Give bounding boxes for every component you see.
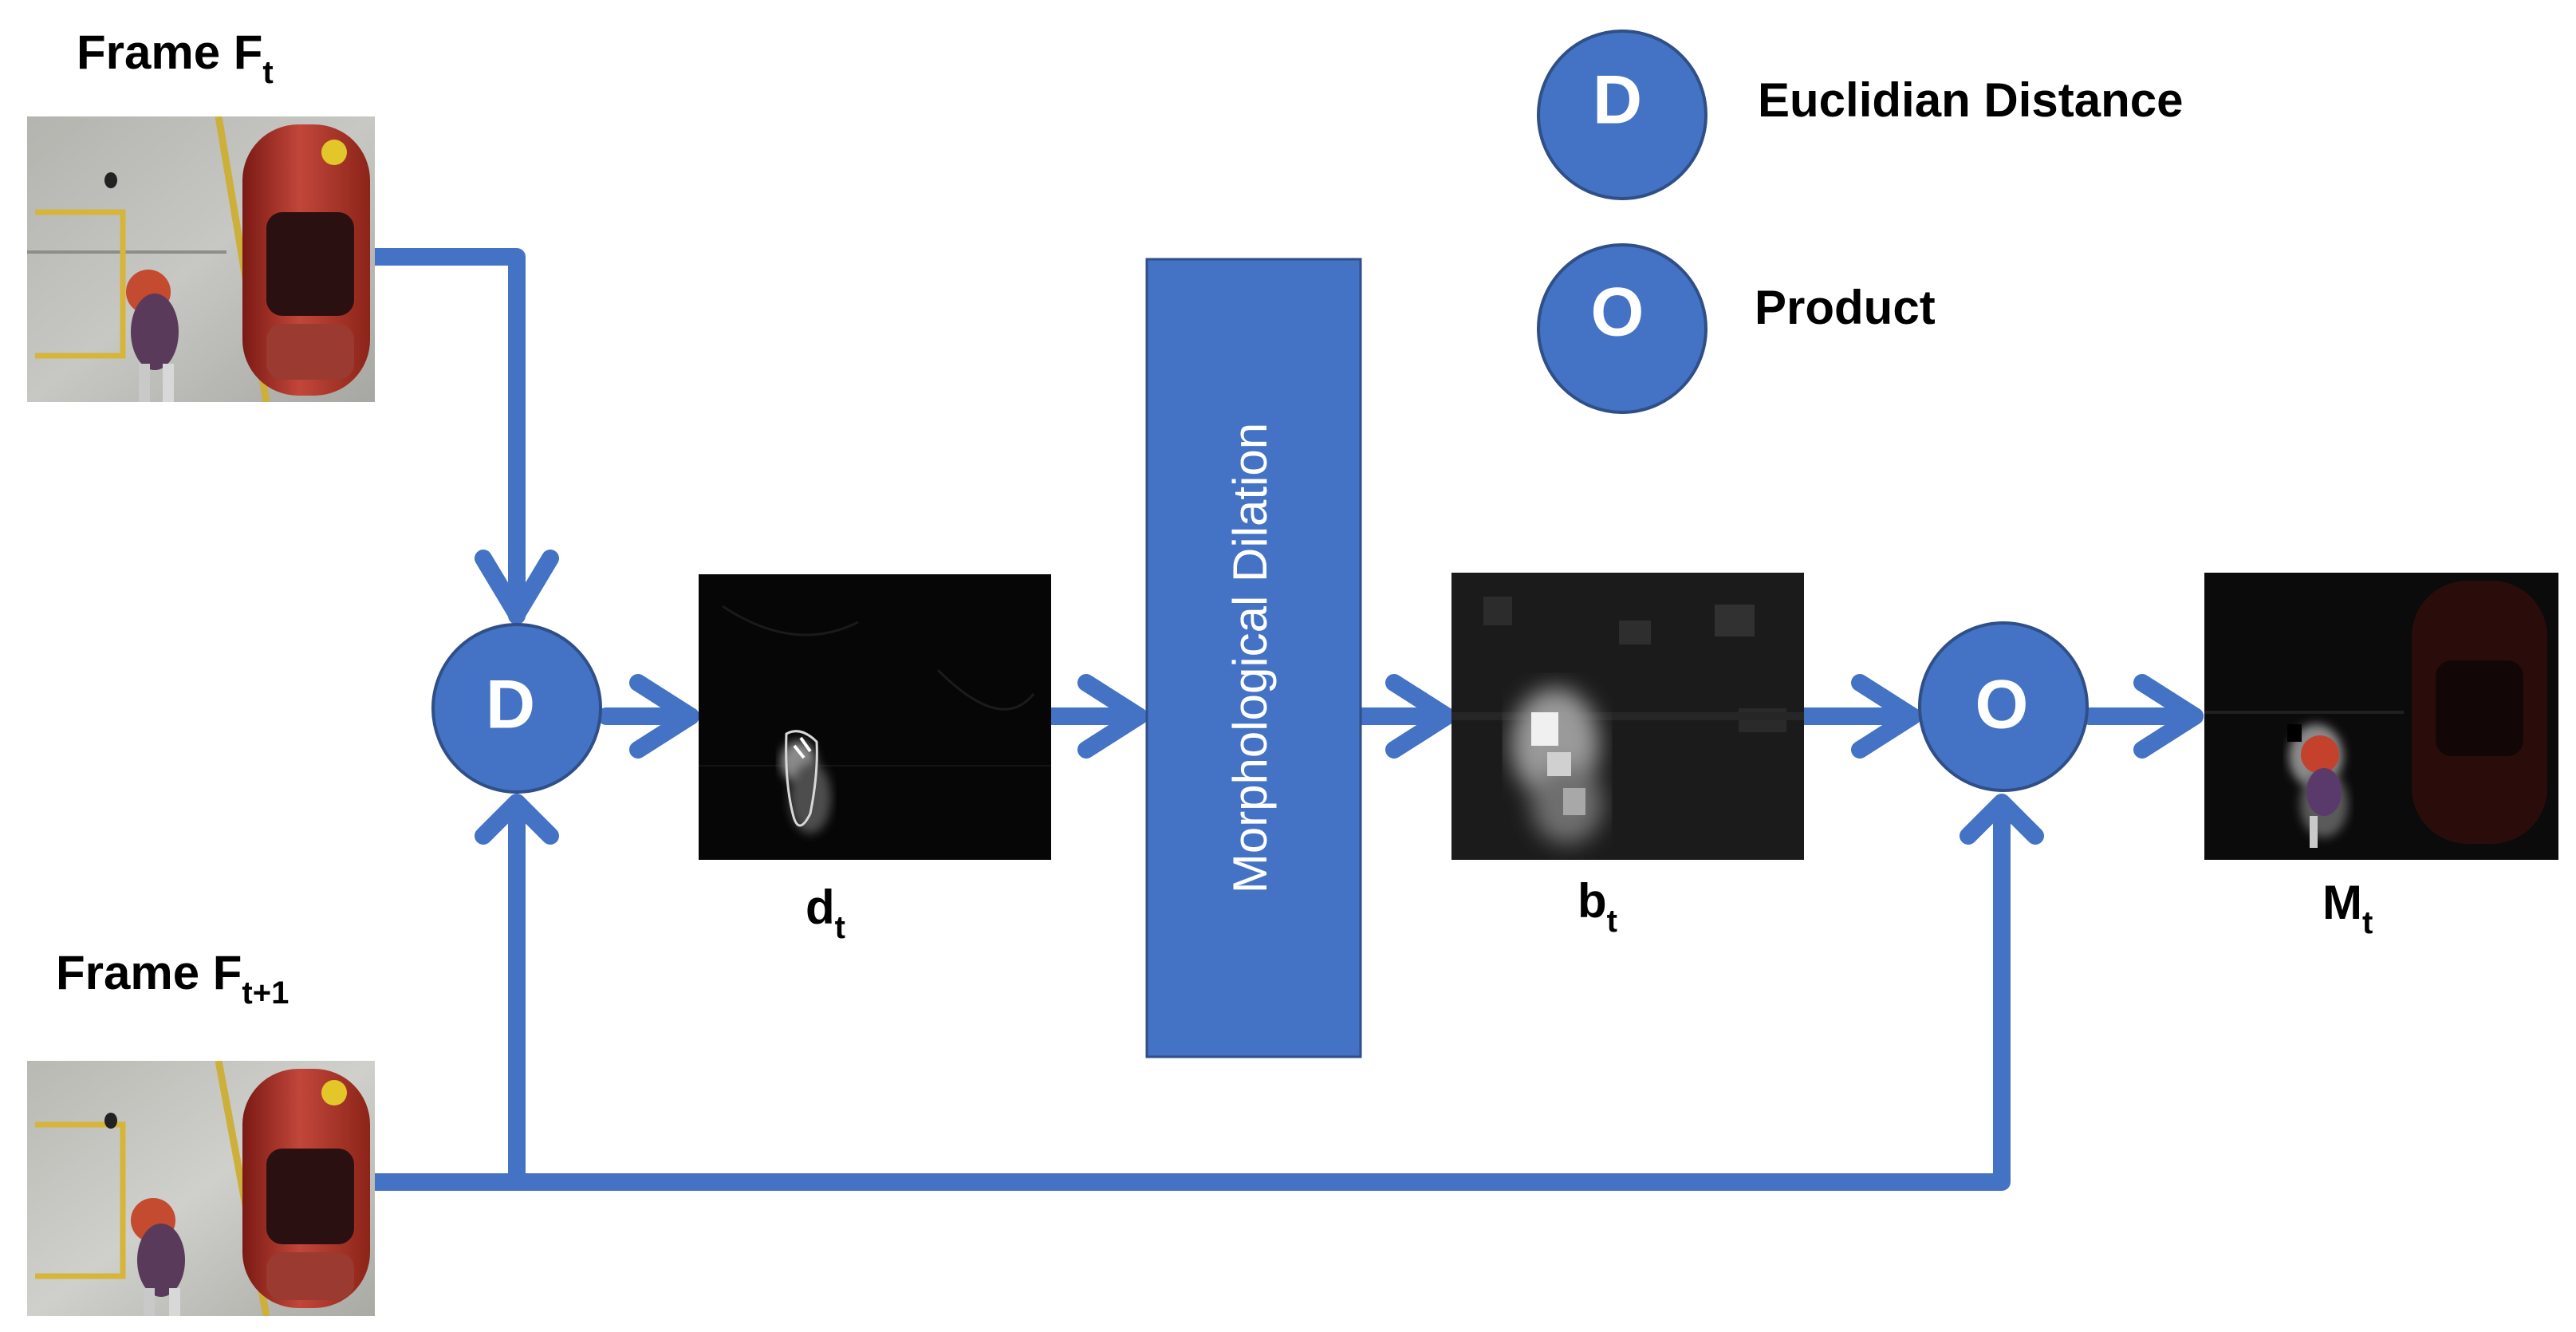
- product-node-letter: O: [1975, 667, 2029, 743]
- legend: D Euclidian Distance O Product: [1537, 30, 2184, 414]
- arrowhead-into-dilation: [1077, 674, 1148, 759]
- connector-frame-t-to-distance: [366, 248, 526, 625]
- arrowhead-into-product-bottom: [1960, 794, 2044, 845]
- arrowhead-into-distance-bottom: [475, 794, 559, 845]
- frame-t-label: Frame Ft: [77, 26, 274, 90]
- frame-t1-label: Frame Ft+1: [56, 946, 289, 1011]
- distance-node: D: [431, 623, 602, 794]
- legend-product-symbol: O: [1591, 274, 1644, 351]
- arrowhead-into-product: [1851, 674, 1921, 759]
- dilation-block: Morphological Dilation: [1145, 258, 1362, 1058]
- frame-t1-image: [27, 1061, 375, 1316]
- dilation-label: Morphological Dilation: [1223, 423, 1277, 893]
- legend-product-label: Product: [1755, 281, 1936, 334]
- dt-label: dt: [805, 881, 845, 945]
- legend-distance: D Euclidian Distance: [1537, 30, 2184, 200]
- arrowhead-into-dt: [629, 674, 699, 759]
- arrowhead-into-bt: [1385, 674, 1455, 759]
- bt-label: bt: [1578, 874, 1617, 939]
- mt-label: Mt: [2322, 876, 2373, 940]
- legend-distance-label: Euclidian Distance: [1758, 73, 2184, 127]
- dt-image: [699, 574, 1051, 860]
- mt-image: [2204, 573, 2558, 860]
- legend-product: O Product: [1537, 243, 1936, 414]
- product-node: O: [1918, 621, 2089, 792]
- distance-node-letter: D: [486, 667, 535, 743]
- bt-image: [1451, 573, 1804, 860]
- connectors: [366, 248, 2204, 1191]
- frame-t-image: [27, 116, 375, 402]
- arrowhead-into-distance-top: [475, 550, 559, 623]
- connector-frame-t1-bottom-line: [366, 813, 2011, 1191]
- legend-distance-symbol: D: [1593, 62, 1642, 139]
- arrowhead-into-mt: [2133, 674, 2204, 759]
